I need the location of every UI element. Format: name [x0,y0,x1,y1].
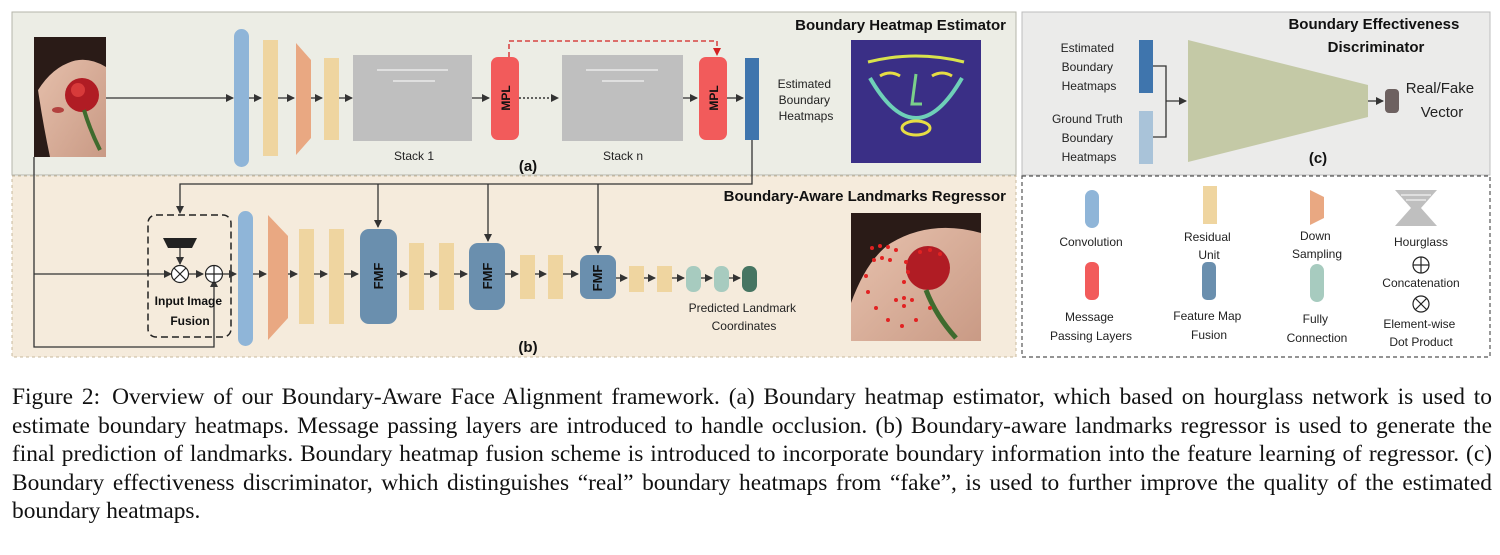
fmf-layer-3 [580,255,616,299]
hourglass-stack-1 [353,55,472,141]
caption-text: Overview of our Boundary-Aware Face Alig… [12,384,1492,525]
boundary-heatmap-image [851,40,981,163]
ground-truth-heatmap-block [1139,111,1153,164]
hourglass-stack-n [562,55,683,141]
message-passing-arrow [508,40,721,57]
mpl-label: MPL [499,85,513,110]
residual-unit [263,40,278,156]
fmf-layer-1 [360,229,397,324]
panel-c-tag: (c) [1309,150,1327,167]
input-face-image [34,37,106,157]
estimated-heatmaps-input-label: Estimated Boundary Heatmaps [1061,41,1118,93]
fmf-layer-2 [469,243,505,310]
legend-fmf-label: Feature Map Fusion [1173,309,1244,342]
legend-fc-label: Fully Connection [1287,312,1348,345]
residual-unit [329,229,344,324]
legend-fmf-swatch [1202,262,1216,300]
stack-1-label: Stack 1 [394,149,434,163]
framework-diagram: Boundary Heatmap Estimator Stack 1 MPL S… [11,11,1491,358]
fully-connected-layer [714,266,729,292]
legend-downsampling-label: Down Sampling [1292,229,1342,261]
estimated-heatmaps-label: Estimated Boundary Heatmaps [778,77,835,123]
ground-truth-heatmaps-input-label: Ground Truth Boundary Heatmaps [1052,112,1126,164]
residual-unit [439,243,454,310]
estimated-heatmap-output [745,58,759,140]
legend-dot-product-label: Element-wise Dot Product [1383,317,1458,349]
legend-hourglass-swatch [1395,190,1437,226]
legend-dot-product-icon [1412,295,1430,313]
panel-b-tag: (b) [518,339,537,356]
panel-a-title: Boundary Heatmap Estimator [795,17,1006,34]
residual-unit [629,266,644,292]
legend-mpl-swatch [1085,262,1099,300]
landmark-face-image [851,213,981,341]
residual-unit [409,243,424,310]
panel-c-title: Boundary Effectiveness Discriminator [1288,16,1463,56]
input-image-fusion-label: Input Image Fusion [155,294,226,328]
conv-layer [238,211,253,346]
figure-caption: Figure 2:Overview of our Boundary-Aware … [12,383,1492,526]
fully-connected-layer [686,266,701,292]
legend-downsampling-swatch [1310,190,1324,225]
real-fake-vector-block [1385,89,1399,113]
residual-unit [299,229,314,324]
legend-fc-swatch [1310,264,1324,302]
legend-residual-label: Residual Unit [1184,230,1234,262]
legend-concatenation-label: Concatenation [1382,276,1459,290]
fmf-label: FMF [371,263,386,290]
downsampling-icon [163,238,197,248]
downsampling-layer [296,43,311,155]
downsampling-layer [268,215,288,340]
panel-b-title: Boundary-Aware Landmarks Regressor [724,188,1006,205]
legend-residual-swatch [1203,186,1217,224]
residual-unit [520,255,535,299]
landmark-output-layer [742,266,757,292]
fmf-label: FMF [480,263,495,290]
residual-unit [657,266,672,292]
mpl-layer-1 [491,57,519,140]
concatenation-icon [204,264,224,284]
legend-mpl-label: Message Passing Layers [1050,310,1132,343]
mpl-layer-n [699,57,727,140]
legend-hourglass-label: Hourglass [1394,235,1448,249]
discriminator-network [1188,40,1368,162]
estimated-heatmap-block [1139,40,1153,93]
real-fake-vector-label: Real/Fake Vector [1406,80,1479,121]
panel-a-tag: (a) [519,158,537,175]
stack-n-label: Stack n [603,149,643,163]
residual-unit [548,255,563,299]
conv-layer [234,29,249,167]
fmf-label: FMF [590,265,605,292]
dot-product-icon [170,264,190,284]
residual-unit [324,58,339,140]
predicted-landmark-label: Predicted Landmark Coordinates [689,301,800,333]
legend-concatenation-icon [1412,256,1430,274]
legend-convolution-label: Convolution [1059,235,1122,249]
figure-label: Figure 2: [12,384,101,410]
legend-convolution-swatch [1085,190,1099,228]
mpl-label: MPL [707,85,721,110]
